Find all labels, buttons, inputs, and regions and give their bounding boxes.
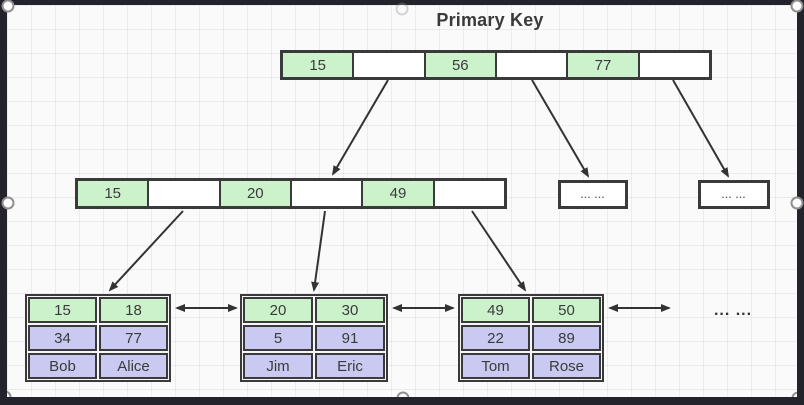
edge-root-to-more-1 — [531, 79, 590, 178]
leaf-value-cell: Rose — [532, 353, 601, 379]
diagram-canvas: Primary Key 15 56 77 — [7, 5, 797, 397]
leaf-key-cell: 50 — [532, 297, 601, 323]
edge-root-to-internal — [331, 79, 389, 176]
leaf-node: 20 30 5 91 Jim Eric — [240, 294, 388, 382]
selection-handle-middle-right[interactable] — [790, 196, 804, 210]
internal-cell-key: 20 — [220, 181, 292, 206]
internal-cell-empty — [434, 181, 504, 206]
internal-cell-empty — [149, 181, 221, 206]
root-cell-empty — [639, 53, 709, 77]
selection-handle-top-center[interactable] — [395, 2, 409, 16]
leaf-key-cell: 15 — [28, 297, 97, 323]
edge-internal-to-leaf-2 — [311, 210, 326, 292]
internal-cell-empty — [291, 181, 364, 206]
leaf-value-cell: 22 — [461, 325, 530, 351]
leaf-value-cell: 89 — [532, 325, 601, 351]
root-node: 15 56 77 — [280, 50, 712, 80]
leaf-value-cell: 77 — [99, 325, 168, 351]
selection-handle-top-left[interactable] — [1, 0, 15, 13]
leaf-value-cell: 5 — [243, 325, 313, 351]
leaf-key-cell: 18 — [99, 297, 168, 323]
more-node: ... ... — [558, 180, 628, 209]
selection-handle-bottom-left[interactable] — [7, 390, 12, 397]
more-leaves-label: ... ... — [713, 302, 753, 319]
selection-handle-bottom-center[interactable] — [396, 391, 410, 397]
root-cell-key: 77 — [568, 53, 640, 77]
edge-root-to-more-2 — [672, 79, 729, 178]
root-cell-key: 15 — [283, 53, 355, 77]
edge-internal-to-leaf-1 — [108, 210, 184, 292]
selection-handle-bottom-right[interactable] — [791, 391, 797, 397]
leaf-value-cell: 34 — [28, 325, 97, 351]
leaf-value-cell: Alice — [99, 353, 168, 379]
leaf-key-cell: 20 — [243, 297, 313, 323]
more-node: ... ... — [698, 180, 770, 209]
root-cell-empty — [354, 53, 426, 77]
leaf-value-cell: Bob — [28, 353, 97, 379]
leaf-node: 15 18 34 77 Bob Alice — [25, 294, 171, 382]
leaf-key-cell: 30 — [315, 297, 385, 323]
internal-cell-key: 15 — [78, 181, 150, 206]
leaf-value-cell: Jim — [243, 353, 313, 379]
leaf-value-cell: Eric — [315, 353, 385, 379]
leaf-value-cell: Tom — [461, 353, 530, 379]
root-cell-empty — [496, 53, 569, 77]
leaf-value-cell: 91 — [315, 325, 385, 351]
root-cell-key: 56 — [425, 53, 497, 77]
leaf-node: 49 50 22 89 Tom Rose — [458, 294, 604, 382]
internal-cell-key: 49 — [363, 181, 435, 206]
page-title: Primary Key — [436, 10, 544, 30]
selection-handle-top-right[interactable] — [790, 0, 804, 13]
selection-handle-middle-left[interactable] — [1, 196, 15, 210]
internal-node: 15 20 49 — [75, 178, 507, 209]
leaf-key-cell: 49 — [461, 297, 530, 323]
edge-internal-to-leaf-3 — [471, 210, 527, 292]
